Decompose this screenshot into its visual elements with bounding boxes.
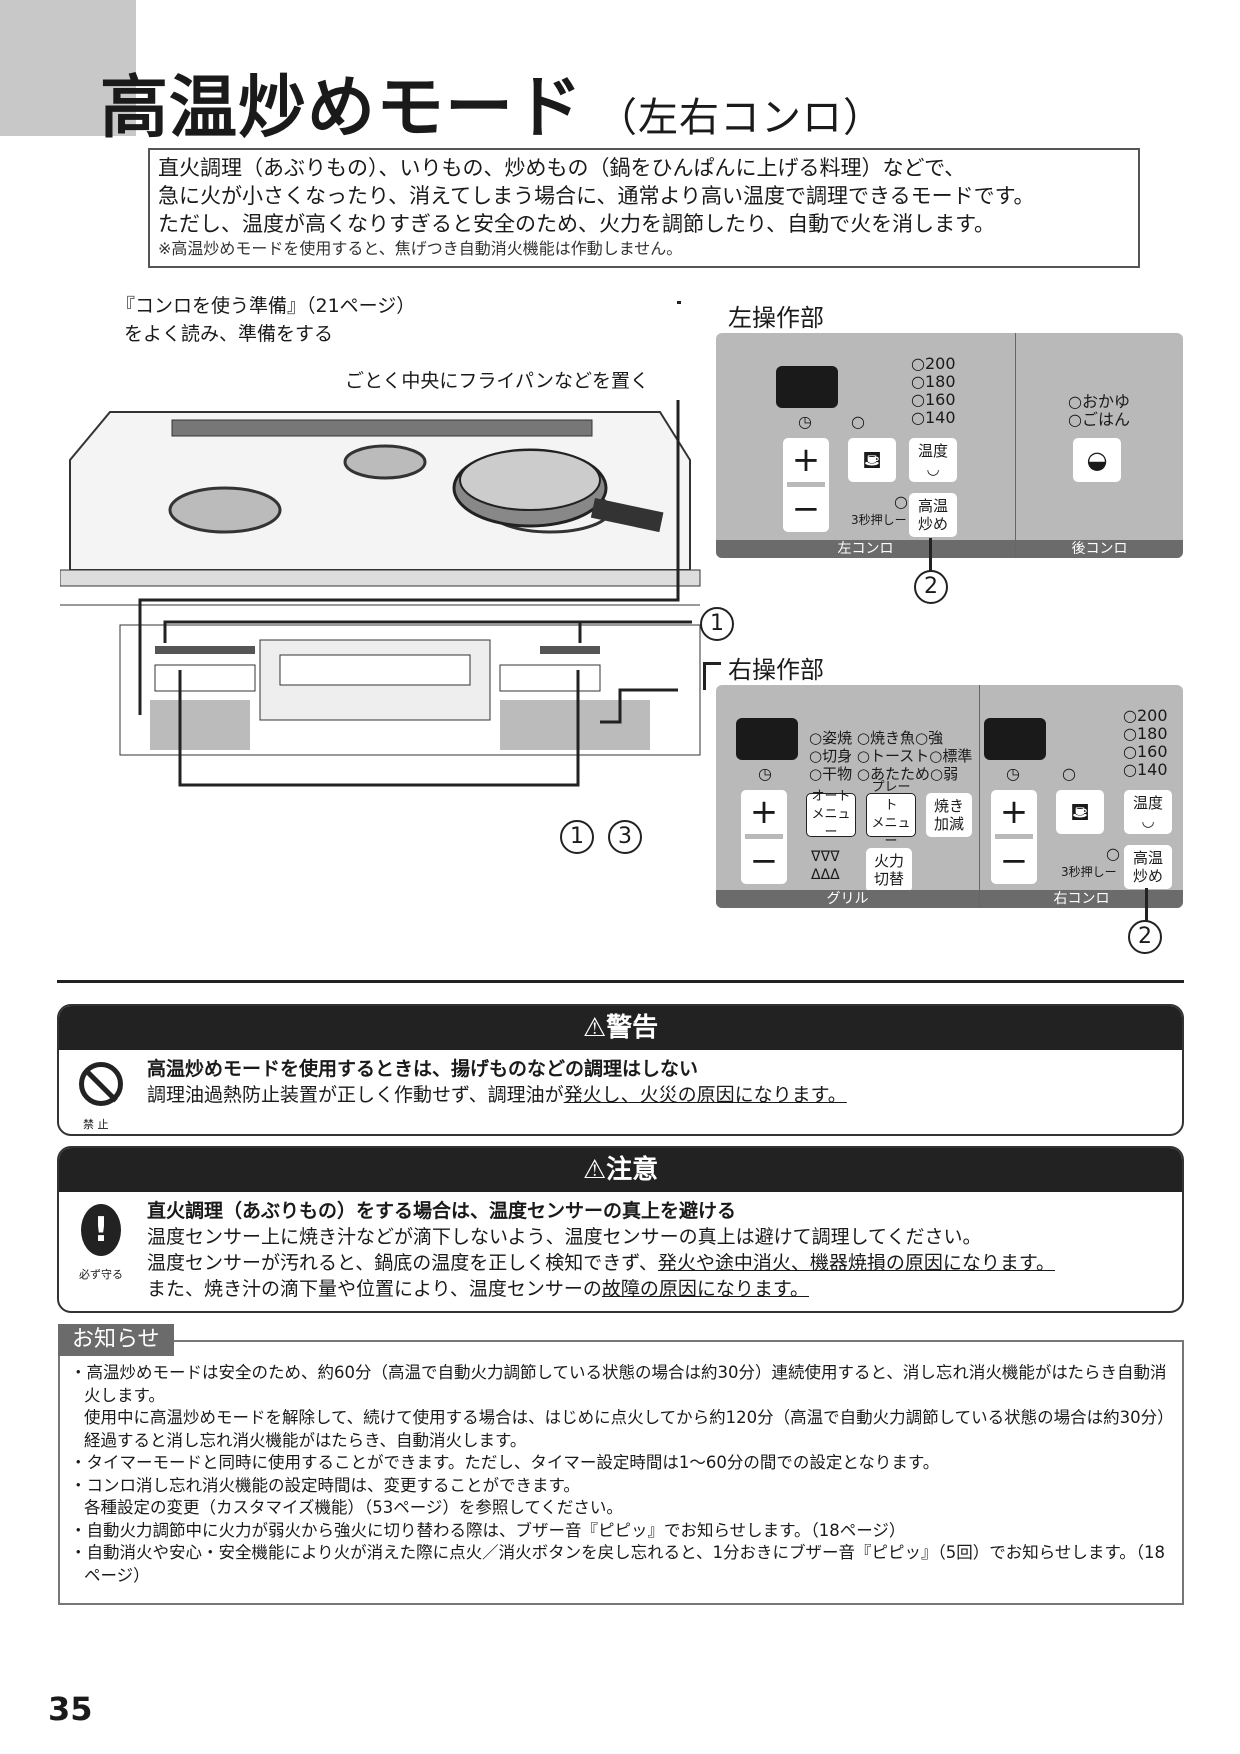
- mandatory-icon: !: [81, 1204, 121, 1256]
- leader-line: [677, 301, 681, 321]
- flame-switch-button[interactable]: 火力切替: [866, 848, 912, 892]
- stove-illustration: [60, 400, 701, 787]
- clock-icon: ◷: [798, 412, 812, 431]
- page-title: 高温炒めモード（左右コンロ）: [100, 69, 885, 148]
- right-burner-label: 右コンロ: [980, 890, 1183, 908]
- callout-2: 2: [1128, 920, 1162, 954]
- timer-plus-minus-button[interactable]: +−: [783, 438, 829, 532]
- grill-timer-plus-minus-button[interactable]: +−: [741, 790, 787, 884]
- high-temp-stirfry-button-left[interactable]: 高温炒め: [909, 493, 957, 537]
- callout-2: 2: [914, 570, 948, 604]
- temp-list: ○200○180○160○140: [1123, 706, 1168, 779]
- left-control-panel: ◷ ○ ○200○180○160○140 +− ⛾ 温度◡ ○ 3秒押しー 高温…: [716, 333, 1183, 558]
- warning-triangle-icon: ⚠: [582, 1013, 607, 1043]
- temp-button[interactable]: 温度◡: [1124, 790, 1172, 834]
- left-burner-label: 左コンロ: [716, 540, 1015, 558]
- indicator-lamp: ○: [851, 412, 865, 431]
- timer-display: [776, 366, 838, 408]
- kettle-button[interactable]: ⛾: [848, 438, 896, 482]
- mandatory-label: 必ず守る: [79, 1268, 123, 1281]
- timer-display: [984, 718, 1046, 760]
- clock-icon: ◷: [758, 764, 772, 783]
- clock-icon: ◷: [1006, 764, 1020, 783]
- left-panel-label: 左操作部: [728, 304, 824, 332]
- grill-label: グリル: [716, 890, 979, 908]
- grill-mode-list: ○姿焼 ○焼き魚○強 ○切身 ○トースト○標準 ○干物 ○あたため○弱: [809, 729, 973, 783]
- indicator-lamp: ○: [1106, 844, 1120, 863]
- plate-menu-button[interactable]: プレートメニュー: [866, 780, 916, 849]
- auto-menu-button[interactable]: オートメニュー: [806, 789, 856, 840]
- right-timer-plus-minus-button[interactable]: +−: [991, 790, 1037, 884]
- center-note: ごとく中央にフライパンなどを置く: [345, 370, 650, 392]
- rice-button[interactable]: ◒: [1073, 438, 1121, 482]
- hold-note: 3秒押しー: [1061, 865, 1117, 879]
- callout-1: 1: [700, 607, 734, 641]
- caution-box: ⚠注意 ! 必ず守る 直火調理（あぶりもの）をする場合は、温度センサーの真上を避…: [57, 1146, 1184, 1313]
- temp-button[interactable]: 温度◡: [909, 438, 957, 482]
- warning-box: ⚠警告 禁 止 高温炒めモードを使用するときは、揚げものなどの調理はしない調理油…: [57, 1004, 1184, 1136]
- kettle-button[interactable]: ⛾: [1056, 790, 1104, 834]
- hold-note: 3秒押しー: [851, 513, 907, 527]
- info-title: お知らせ: [58, 1324, 174, 1356]
- warning-triangle-icon: ⚠: [582, 1155, 607, 1185]
- high-temp-stirfry-button-right[interactable]: 高温炒め: [1124, 845, 1172, 889]
- indicator-lamp: ○: [894, 492, 908, 511]
- grill-level-button[interactable]: 焼き加減: [926, 793, 972, 837]
- prohibited-icon: [79, 1062, 123, 1106]
- indicator-lamp: ○: [1062, 764, 1076, 783]
- prep-note: 『コンロを使う準備』（21ページ）をよく読み、準備をする: [56, 292, 415, 348]
- right-control-panel: ◷ ○姿焼 ○焼き魚○強 ○切身 ○トースト○標準 ○干物 ○あたため○弱 +−…: [716, 685, 1183, 908]
- timer-display: [736, 718, 798, 760]
- intro-box: 直火調理（あぶりもの）、いりもの、炒めもの（鍋をひんぱんに上げる料理）などで、急…: [148, 148, 1140, 268]
- page-number: 35: [48, 1690, 93, 1728]
- section-tab: [0, 0, 136, 136]
- divider: [57, 980, 1184, 983]
- callout-1: 1: [560, 820, 594, 854]
- rice-modes: ○おかゆ○ごはん: [1068, 392, 1130, 429]
- right-panel-label: 右操作部: [728, 656, 824, 684]
- info-box: ・高温炒めモードは安全のため、約60分（高温で自動火力調節している状態の場合は約…: [58, 1340, 1184, 1605]
- prohibited-label: 禁 止: [83, 1118, 109, 1131]
- rear-burner-label: 後コンロ: [1016, 540, 1183, 558]
- callout-3: 3: [608, 820, 642, 854]
- temp-list: ○200○180○160○140: [911, 354, 956, 427]
